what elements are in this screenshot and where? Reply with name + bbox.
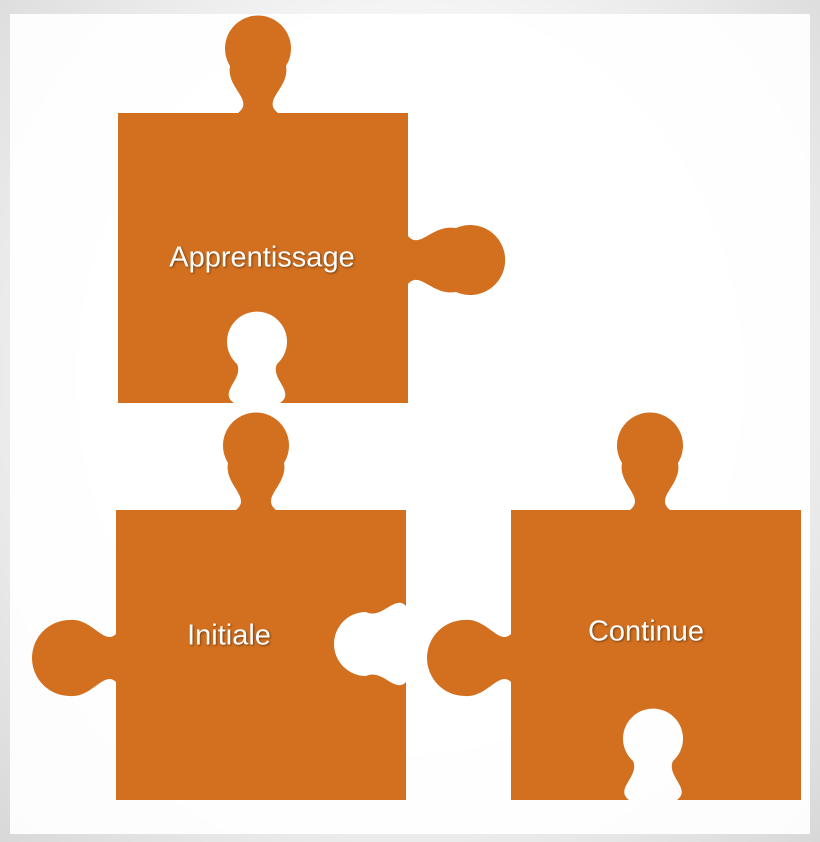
piece-label-apprentissage: Apprentissage [169, 241, 355, 274]
piece-label-continue: Continue [587, 615, 705, 648]
piece-label-initiale: Initiale [187, 619, 271, 652]
puzzle-piece-initiale [32, 412, 406, 800]
puzzle-piece-continue [427, 412, 801, 800]
puzzle-piece-apprentissage [118, 15, 506, 403]
